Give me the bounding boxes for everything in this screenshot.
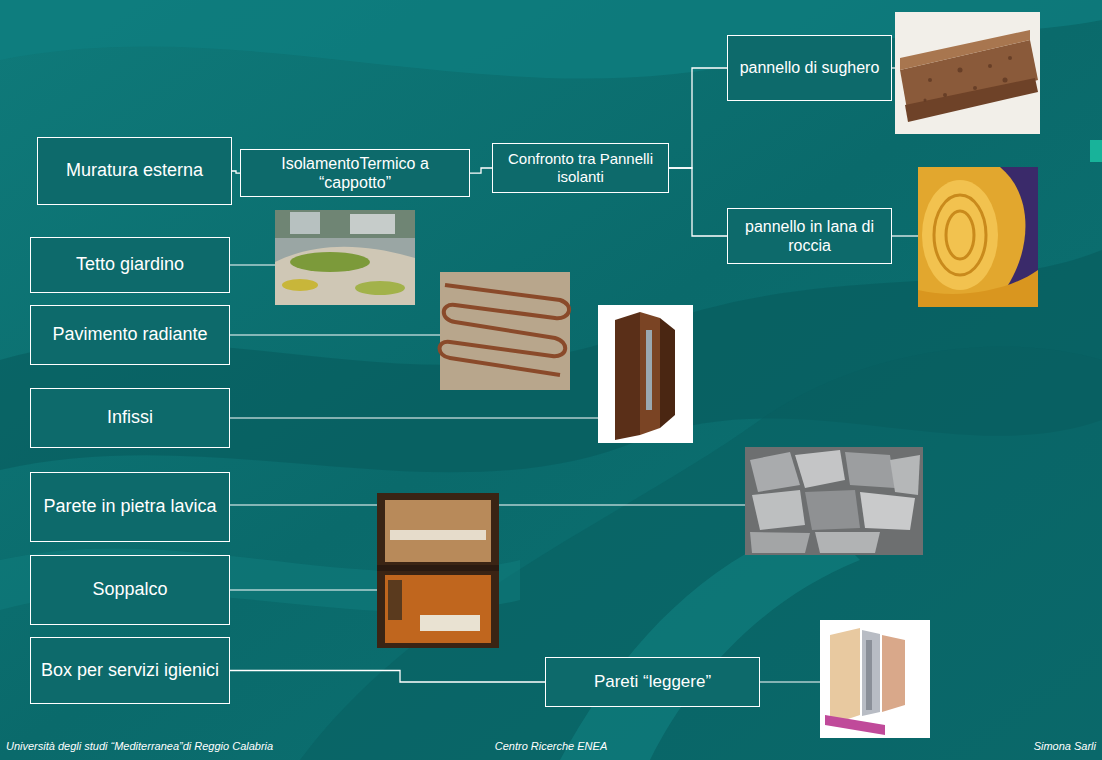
box-label: Box per servizi igienici (41, 660, 219, 682)
connector-line (470, 168, 492, 173)
mezzanine-box: Soppalco (30, 555, 230, 625)
box-label: Parete in pietra lavica (43, 496, 216, 518)
connector-line (669, 68, 727, 168)
garden-roof-photo (275, 210, 415, 305)
box-label: Soppalco (92, 579, 167, 601)
cork-photo (895, 12, 1040, 134)
cork-panel-box: pannello di sughero (727, 35, 892, 101)
window-box: Infissi (30, 388, 230, 448)
lava-stones-photo (745, 447, 923, 555)
bathroom-box: Box per servizi igienici (30, 637, 230, 704)
window-frame-photo (598, 305, 693, 443)
box-label: IsolamentoTermico a “cappotto” (249, 154, 461, 192)
box-label: pannello di sughero (740, 58, 880, 77)
footer-note: Università degli studi “Mediterranea”di … (6, 740, 273, 752)
box-label: Infissi (107, 407, 153, 429)
partition-box: Pareti “leggere” (545, 657, 760, 707)
connector-line (232, 171, 240, 173)
box-label: pannello in lana di roccia (736, 217, 883, 255)
box-label: Pavimento radiante (52, 324, 207, 346)
leader-lines (230, 68, 918, 682)
box-label: Muratura esterna (66, 160, 203, 182)
comparison-box: Confronto tra Pannelli isolanti (492, 143, 669, 193)
rockwool-panel-box: pannello in lana di roccia (727, 208, 892, 264)
box-label: Confronto tra Pannelli isolanti (501, 150, 660, 186)
mezzanine-photo (377, 493, 499, 648)
footer-note: Simona Sarli (1034, 740, 1096, 752)
connector-line (669, 168, 727, 236)
footer-note: Centro Ricerche ENEA (495, 740, 608, 752)
connector-line (230, 671, 545, 683)
garden-roof-box: Tetto giardino (30, 237, 230, 293)
lava-wall-box: Parete in pietra lavica (30, 472, 230, 542)
radiant-floor-box: Pavimento radiante (30, 305, 230, 365)
insulation-box: IsolamentoTermico a “cappotto” (240, 149, 470, 197)
radiant-floor-photo (440, 272, 571, 390)
box-label: Pareti “leggere” (594, 672, 711, 692)
wall-box: Muratura esterna (37, 137, 232, 205)
rock-wool-photo (918, 167, 1038, 307)
box-label: Tetto giardino (76, 254, 184, 276)
partition-photo (820, 620, 930, 738)
